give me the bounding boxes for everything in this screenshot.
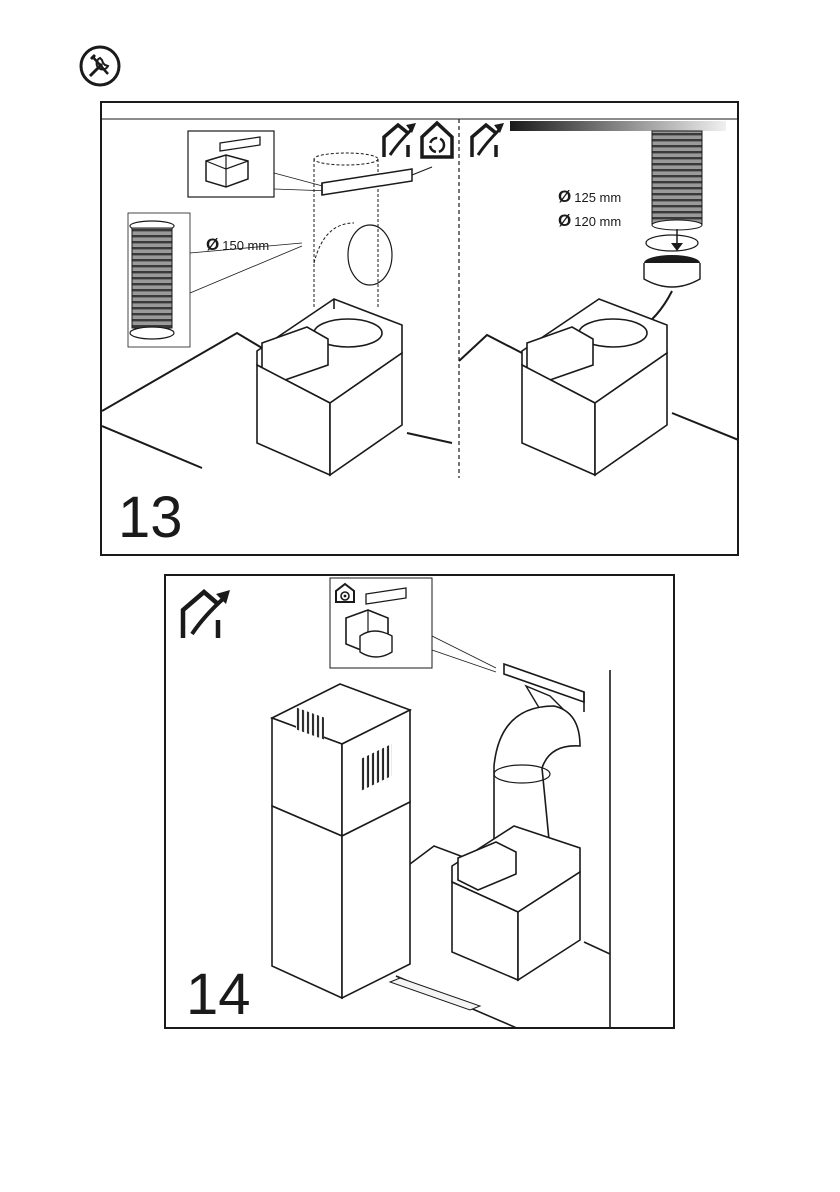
house-ducted-icon [468,119,504,159]
step-14-chimney [272,684,410,998]
step-number: 13 [118,489,183,547]
step-13-housing-left [257,299,402,475]
tools-icon [78,44,122,88]
house-recirculation-icon [418,119,456,159]
house-ducted-icon [178,586,232,640]
step-number: 14 [186,966,251,1024]
step-13-housing-right [522,299,667,475]
house-ducted-icon [380,119,416,159]
step-14-housing [452,826,580,980]
step-13-illustration [102,103,739,556]
recirculation-filter-icon [334,582,356,604]
step-14-panel: 14 [164,574,675,1029]
